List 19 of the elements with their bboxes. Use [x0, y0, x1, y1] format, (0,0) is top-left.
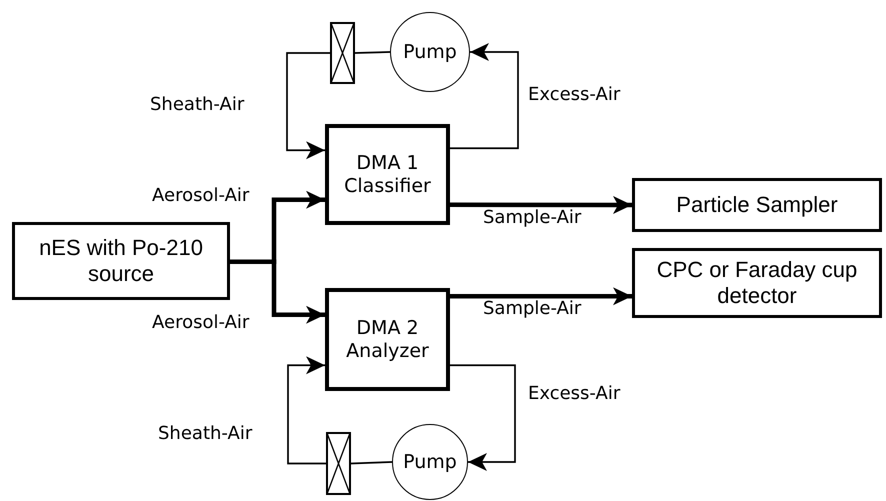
detector-box: CPC or Faraday cup detector: [632, 248, 882, 318]
valve-symbol: [326, 432, 351, 495]
edge-label: Sample-Air: [481, 299, 584, 319]
edge-label: Sample-Air: [481, 208, 584, 228]
analyzer-box: DMA 2 Analyzer: [325, 288, 450, 391]
sampler-box: Particle Sampler: [632, 178, 882, 232]
valve-symbol: [330, 22, 355, 84]
classifier-box: DMA 1 Classifier: [325, 124, 450, 225]
connector-line: [354, 51, 390, 54]
source-box: nES with Po-210 source: [12, 222, 230, 300]
flow-arrow: [450, 43, 519, 150]
pump-circle: Pump: [392, 424, 468, 500]
pump-circle: Pump: [390, 12, 470, 92]
flow-arrow: [286, 52, 330, 160]
flow-arrow: [450, 196, 632, 214]
flow-arrow: [450, 364, 516, 471]
connector-line: [350, 461, 392, 464]
flow-arrow: [287, 356, 326, 464]
flow-arrow: [450, 287, 632, 306]
